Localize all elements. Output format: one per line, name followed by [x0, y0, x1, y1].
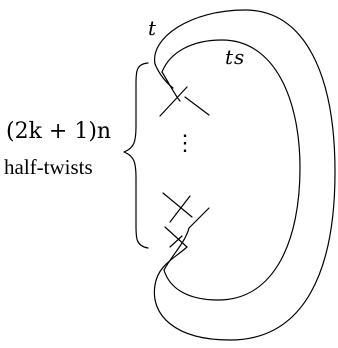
bottom-crossing-arc-e — [169, 235, 183, 248]
top-crossing-arc-b — [184, 96, 210, 116]
twist-count-expression: (2k + 1)n — [6, 119, 112, 144]
twist-region-brace — [123, 62, 149, 249]
bottom-lower-strand — [154, 246, 188, 286]
top-strand-label: t — [148, 16, 157, 40]
bottom-upper-strand — [163, 227, 190, 271]
inner-strand-label: ts — [225, 45, 246, 69]
bottom-crossing-arc-d — [188, 207, 210, 229]
top-crossing-arc-a — [159, 86, 188, 117]
bottom-crossing-arc-a — [162, 192, 193, 218]
top-over-strand — [161, 71, 181, 102]
ellipsis-marker: ⋮ — [174, 131, 196, 156]
top-under-strand — [154, 63, 174, 89]
twist-count-label: (2k + 1)n — [6, 121, 111, 143]
bottom-crossing-arc-c — [164, 226, 188, 248]
twist-unit-label: half-twists — [4, 155, 93, 179]
outer-strand — [153, 9, 336, 341]
bottom-crossing-arc-b — [169, 195, 191, 223]
inner-strand — [161, 39, 301, 301]
